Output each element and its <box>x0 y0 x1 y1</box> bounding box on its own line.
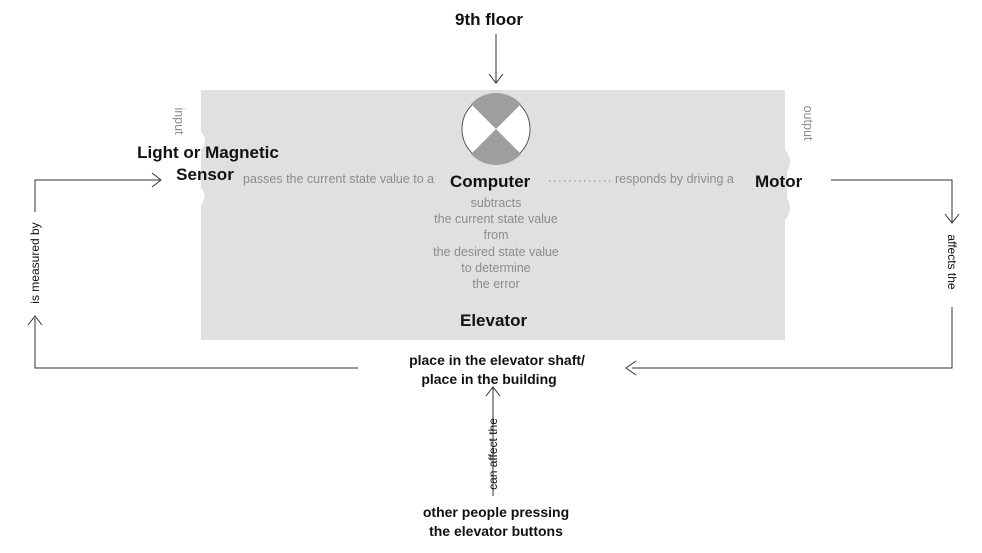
arrow-place-to-sensor <box>27 172 358 369</box>
system-label: Elevator <box>460 311 528 330</box>
computer-description-line: the desired state value <box>433 244 559 259</box>
place-node: place in the elevator shaft/ place in th… <box>392 351 602 389</box>
people-label-line2: the elevator buttons <box>429 523 563 539</box>
computer-description-line: to determine <box>461 260 531 275</box>
edge-label-computer-to-motor: responds by driving a <box>615 172 734 186</box>
people-label-line1: other people pressing <box>422 504 570 520</box>
elevator-system-box <box>201 90 791 340</box>
people-node: other people pressing the elevator butto… <box>396 503 596 541</box>
computer-description-line: the current state value <box>434 212 558 227</box>
computer-description-line: subtracts <box>470 196 522 210</box>
edge-label-sensor-to-computer: passes the current state value to a <box>243 172 435 186</box>
computer-description-line: from <box>483 228 509 243</box>
output-label: output <box>801 105 815 141</box>
sensor-label-line1: Light or Magnetic <box>137 143 279 162</box>
place-label-line2: place in the building <box>421 371 557 387</box>
comparator-circle-icon <box>461 93 531 165</box>
arrow-floor-to-computer <box>488 34 504 84</box>
edge-label-motor-to-place: affects the <box>945 234 959 290</box>
computer-node: Computer <box>450 172 531 191</box>
target-floor-label: 9th floor <box>455 10 523 29</box>
computer-description: subtracts the current state value from t… <box>396 195 596 292</box>
arrow-people-to-place <box>485 386 501 496</box>
computer-description-line: the error <box>472 277 520 292</box>
sensor-label-line2: Sensor <box>176 165 234 184</box>
arrow-motor-to-place <box>625 179 960 376</box>
edge-label-place-to-sensor: is measured by <box>28 222 42 304</box>
place-label-line1: place in the elevator shaft/ <box>409 352 585 368</box>
input-label: input <box>172 107 186 135</box>
motor-node: Motor <box>755 172 803 191</box>
edge-label-people-to-place: can affect the <box>486 418 500 490</box>
sensor-node: Light or Magnetic Sensor <box>120 142 296 186</box>
